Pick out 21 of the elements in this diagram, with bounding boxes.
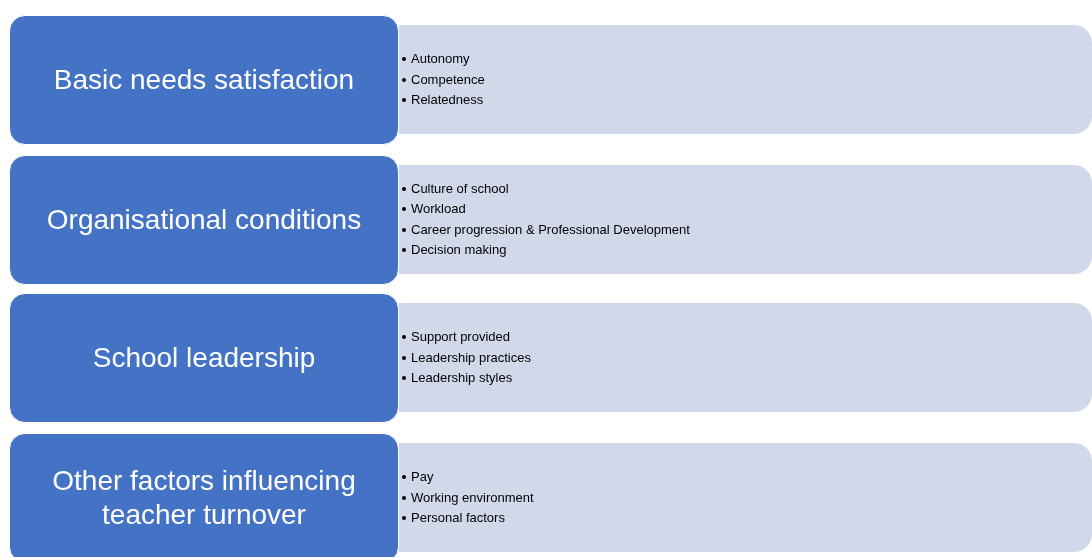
- list-item: Leadership practices: [411, 349, 531, 366]
- list-panel: [399, 443, 1092, 552]
- list-item: Autonomy: [411, 51, 470, 67]
- list-item: Decision making: [411, 242, 507, 259]
- list-item: Working environment: [411, 489, 534, 506]
- list-item: Leadership styles: [411, 370, 513, 386]
- list-item: Pay: [411, 469, 434, 485]
- category-box: Organisational conditions: [9, 155, 399, 285]
- list-panel: [399, 25, 1092, 134]
- list-item: Relatedness: [411, 92, 484, 108]
- list-panel: [399, 303, 1092, 412]
- list-item: Culture of school: [411, 180, 509, 197]
- list-item: Workload: [411, 201, 466, 218]
- list-item: Competence: [411, 71, 485, 88]
- list-item: Career progression & Professional Development: [411, 221, 690, 238]
- list-item: Personal factors: [411, 510, 505, 526]
- category-box: School leadership: [9, 293, 399, 423]
- category-box: Other factors influencing teacher turnover: [9, 433, 399, 557]
- list-panel: [399, 165, 1092, 274]
- list-item: Support provided: [411, 329, 510, 345]
- category-box: Basic needs satisfaction: [9, 15, 399, 145]
